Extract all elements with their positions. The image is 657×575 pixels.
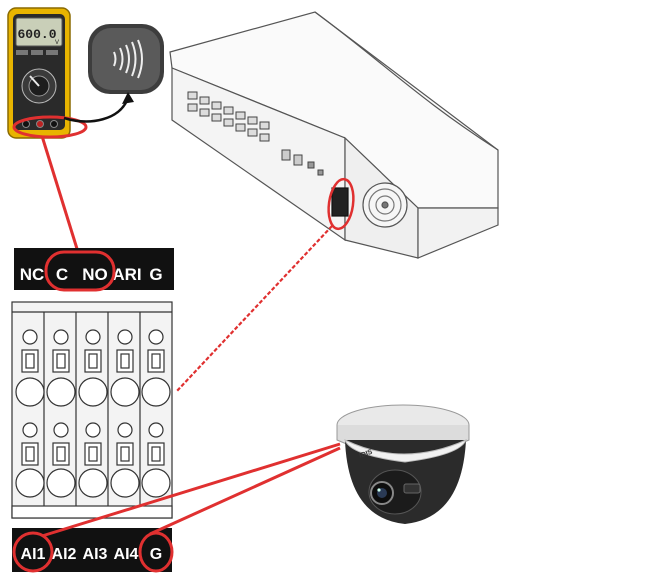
meter-reading: 600.0	[17, 27, 56, 42]
bottom-label-4: AI4	[114, 546, 139, 563]
nvr-connector-highlight	[327, 177, 355, 231]
meter-jack-volt	[36, 120, 44, 128]
bottom-highlight-g	[138, 531, 174, 573]
bottom-label-3: AI3	[83, 546, 108, 563]
top-label-4: ARI	[112, 265, 141, 284]
curved-arrow	[63, 97, 130, 123]
top-label-3: NO	[82, 265, 108, 284]
wire-device-to-terminal	[175, 225, 333, 393]
bottom-label-5: G	[150, 546, 162, 563]
dome-camera: IDIS	[336, 404, 470, 524]
bottom-label-1: AI1	[21, 546, 46, 563]
bottom-label-2: AI2	[52, 546, 77, 563]
wire-camera-to-g	[149, 446, 341, 536]
top-terminal-highlight	[44, 250, 116, 292]
camera-brand: IDIS	[358, 449, 373, 460]
wire-camera-to-ai1	[41, 442, 341, 538]
meter-unit: V	[55, 40, 59, 46]
nvr-terminal-connector	[331, 187, 349, 217]
top-label-1: NC	[20, 265, 45, 284]
multimeter: 600.0 V	[7, 7, 88, 139]
continuity-icon	[88, 24, 164, 94]
bottom-terminal-strip: AI1 AI2 AI3 AI4 G	[12, 528, 174, 573]
top-terminal-strip: NC C NO ARI G	[14, 248, 174, 292]
meter-lcd	[15, 17, 63, 47]
bottom-highlight-ai1	[12, 531, 54, 573]
meter-jacks-highlight	[12, 115, 88, 139]
terminal-columns	[15, 329, 171, 498]
wire-meter-to-terminal	[40, 135, 80, 253]
nvr-device	[169, 11, 499, 259]
top-label-2: C	[56, 265, 68, 284]
top-label-5: G	[149, 265, 162, 284]
